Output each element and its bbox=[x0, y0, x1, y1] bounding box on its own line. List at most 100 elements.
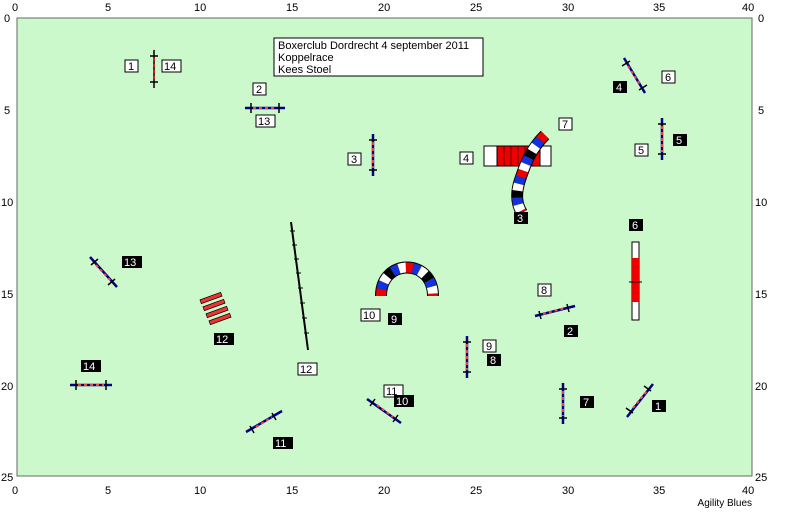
closed-tunnel bbox=[483, 145, 552, 167]
x-tick-top: 25 bbox=[470, 2, 482, 14]
footer-credit: Agility Blues bbox=[697, 498, 752, 509]
label-b-7: 7 bbox=[580, 396, 594, 409]
svg-text:2: 2 bbox=[567, 326, 573, 338]
field bbox=[16, 17, 753, 477]
svg-text:13: 13 bbox=[258, 116, 270, 128]
svg-text:11: 11 bbox=[275, 438, 286, 450]
svg-text:4: 4 bbox=[616, 82, 622, 94]
jump-obstacle bbox=[89, 256, 118, 288]
x-tick-bottom: 10 bbox=[194, 485, 206, 497]
x-tick-bottom: 0 bbox=[12, 485, 18, 497]
label-a-1: 1 bbox=[124, 59, 139, 73]
x-tick-bottom: 30 bbox=[562, 485, 574, 497]
label-b-2: 2 bbox=[564, 325, 578, 338]
y-tick-right: 10 bbox=[755, 197, 767, 209]
svg-text:12: 12 bbox=[300, 364, 312, 376]
jump-obstacle bbox=[369, 134, 377, 176]
svg-text:14: 14 bbox=[83, 361, 95, 373]
course-b-labels: 4 5 3 6 13 9 2 12 8 14 10 7 1 11 bbox=[81, 81, 687, 450]
label-b-9: 9 bbox=[388, 313, 402, 326]
jump-obstacle bbox=[534, 303, 576, 320]
label-a-6: 6 bbox=[661, 70, 676, 84]
svg-text:1: 1 bbox=[655, 401, 661, 413]
label-b-1: 1 bbox=[652, 400, 666, 413]
info-class: Koppelrace bbox=[278, 52, 334, 64]
svg-text:5: 5 bbox=[638, 145, 644, 157]
svg-text:7: 7 bbox=[562, 119, 568, 131]
svg-text:1: 1 bbox=[128, 61, 134, 73]
jump-obstacle bbox=[559, 383, 567, 424]
label-a-13: 13 bbox=[255, 114, 276, 128]
x-tick-bottom: 35 bbox=[653, 485, 665, 497]
x-tick-top: 10 bbox=[194, 2, 206, 14]
x-tick-top: 5 bbox=[105, 2, 111, 14]
label-a-9: 9 bbox=[482, 339, 497, 353]
tunnel-arch bbox=[375, 261, 439, 297]
svg-text:13: 13 bbox=[124, 257, 136, 269]
label-b-11: 11 bbox=[273, 437, 293, 450]
label-a-2: 2 bbox=[252, 82, 267, 96]
jump-obstacle bbox=[366, 397, 402, 425]
jump-obstacle bbox=[245, 103, 285, 113]
y-tick-right: 20 bbox=[755, 381, 767, 393]
x-tick-top: 20 bbox=[378, 2, 390, 14]
label-a-8: 8 bbox=[537, 283, 552, 297]
svg-text:8: 8 bbox=[541, 285, 547, 297]
label-b-8: 8 bbox=[487, 354, 501, 367]
label-a-7: 7 bbox=[558, 117, 573, 131]
jump-obstacle bbox=[463, 336, 471, 378]
svg-text:5: 5 bbox=[676, 135, 682, 147]
label-a-14: 14 bbox=[161, 59, 182, 73]
svg-text:2: 2 bbox=[256, 84, 262, 96]
y-tick-left: 10 bbox=[1, 197, 13, 209]
info-judge: Kees Stoel bbox=[278, 64, 331, 76]
x-tick-top: 15 bbox=[286, 2, 298, 14]
label-a-10: 10 bbox=[360, 308, 381, 322]
svg-text:11: 11 bbox=[386, 386, 397, 398]
x-tick-bottom: 15 bbox=[286, 485, 298, 497]
left-axis-ticks: 0 5 10 15 20 25 bbox=[1, 13, 13, 484]
y-tick-right: 0 bbox=[758, 13, 764, 25]
jump-obstacle bbox=[625, 383, 654, 418]
y-tick-right: 15 bbox=[755, 289, 767, 301]
x-tick-bottom: 25 bbox=[470, 485, 482, 497]
info-club: Boxerclub Dordrecht 4 september 2011 bbox=[278, 40, 469, 52]
x-tick-bottom: 20 bbox=[378, 485, 390, 497]
svg-text:8: 8 bbox=[490, 355, 496, 367]
x-tick-top: 40 bbox=[742, 2, 754, 14]
right-axis-ticks: 0 5 10 15 20 25 bbox=[755, 13, 767, 484]
label-b-10: 10 bbox=[394, 395, 414, 408]
label-b-3: 3 bbox=[514, 212, 528, 225]
svg-text:6: 6 bbox=[632, 220, 638, 232]
label-a-11: 11 bbox=[383, 384, 404, 398]
y-tick-right: 25 bbox=[755, 472, 767, 484]
bottom-axis-ticks: 0 5 10 15 20 25 30 35 40 bbox=[12, 485, 754, 497]
y-tick-left: 15 bbox=[1, 289, 13, 301]
label-b-6: 6 bbox=[629, 219, 643, 232]
svg-text:10: 10 bbox=[363, 310, 375, 322]
y-tick-left: 5 bbox=[4, 105, 10, 117]
y-tick-left: 0 bbox=[4, 13, 10, 25]
jump-obstacle bbox=[70, 380, 112, 390]
svg-text:3: 3 bbox=[351, 154, 357, 166]
label-b-14: 14 bbox=[81, 360, 101, 373]
label-a-12: 12 bbox=[297, 362, 318, 376]
svg-text:12: 12 bbox=[216, 334, 228, 346]
label-a-4: 4 bbox=[459, 151, 474, 165]
svg-text:10: 10 bbox=[396, 396, 408, 408]
x-tick-bottom: 40 bbox=[742, 485, 754, 497]
top-axis-ticks: 0 5 10 15 20 25 30 35 40 bbox=[12, 2, 754, 14]
svg-text:9: 9 bbox=[486, 341, 492, 353]
course-info-box: Boxerclub Dordrecht 4 september 2011 Kop… bbox=[273, 37, 484, 77]
course-a-labels: 1 14 2 13 3 4 7 6 5 8 10 9 12 11 bbox=[124, 59, 676, 398]
jump-obstacle bbox=[150, 50, 158, 88]
jump-obstacle bbox=[621, 57, 648, 94]
y-tick-right: 5 bbox=[758, 105, 764, 117]
tunnel-curved bbox=[511, 130, 550, 217]
svg-text:3: 3 bbox=[517, 213, 523, 225]
long-jump bbox=[199, 291, 232, 326]
y-tick-left: 20 bbox=[1, 381, 13, 393]
svg-text:6: 6 bbox=[665, 72, 671, 84]
x-tick-top: 30 bbox=[562, 2, 574, 14]
